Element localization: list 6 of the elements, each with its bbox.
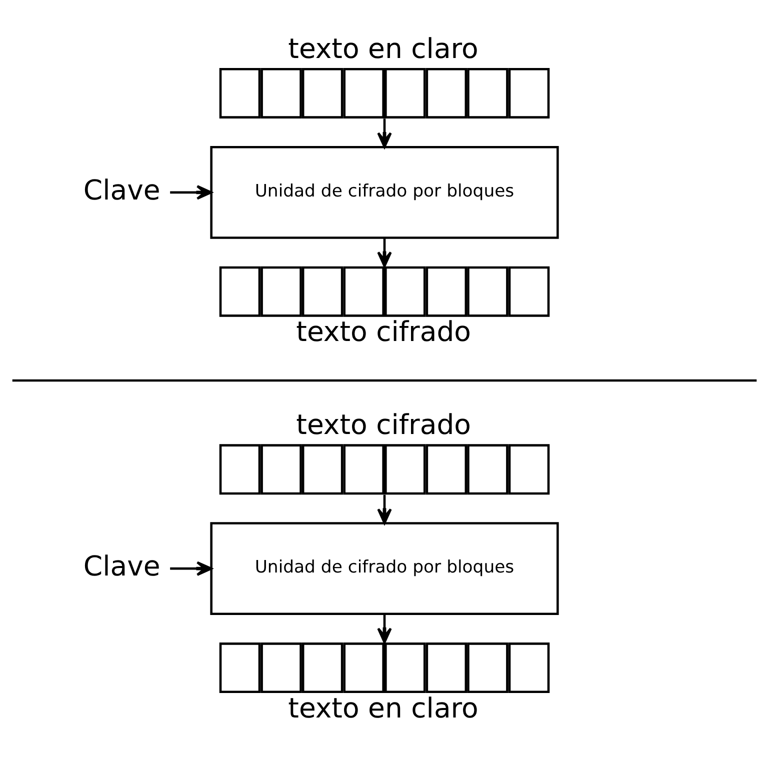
- node-label: texto en claro: [288, 692, 478, 724]
- node-label: texto cifrado: [296, 408, 472, 441]
- node-text: Clave: [83, 174, 160, 206]
- node-label: texto en claro: [288, 32, 478, 64]
- node-text: Clave: [83, 550, 160, 582]
- node-label: texto cifrado: [296, 316, 472, 348]
